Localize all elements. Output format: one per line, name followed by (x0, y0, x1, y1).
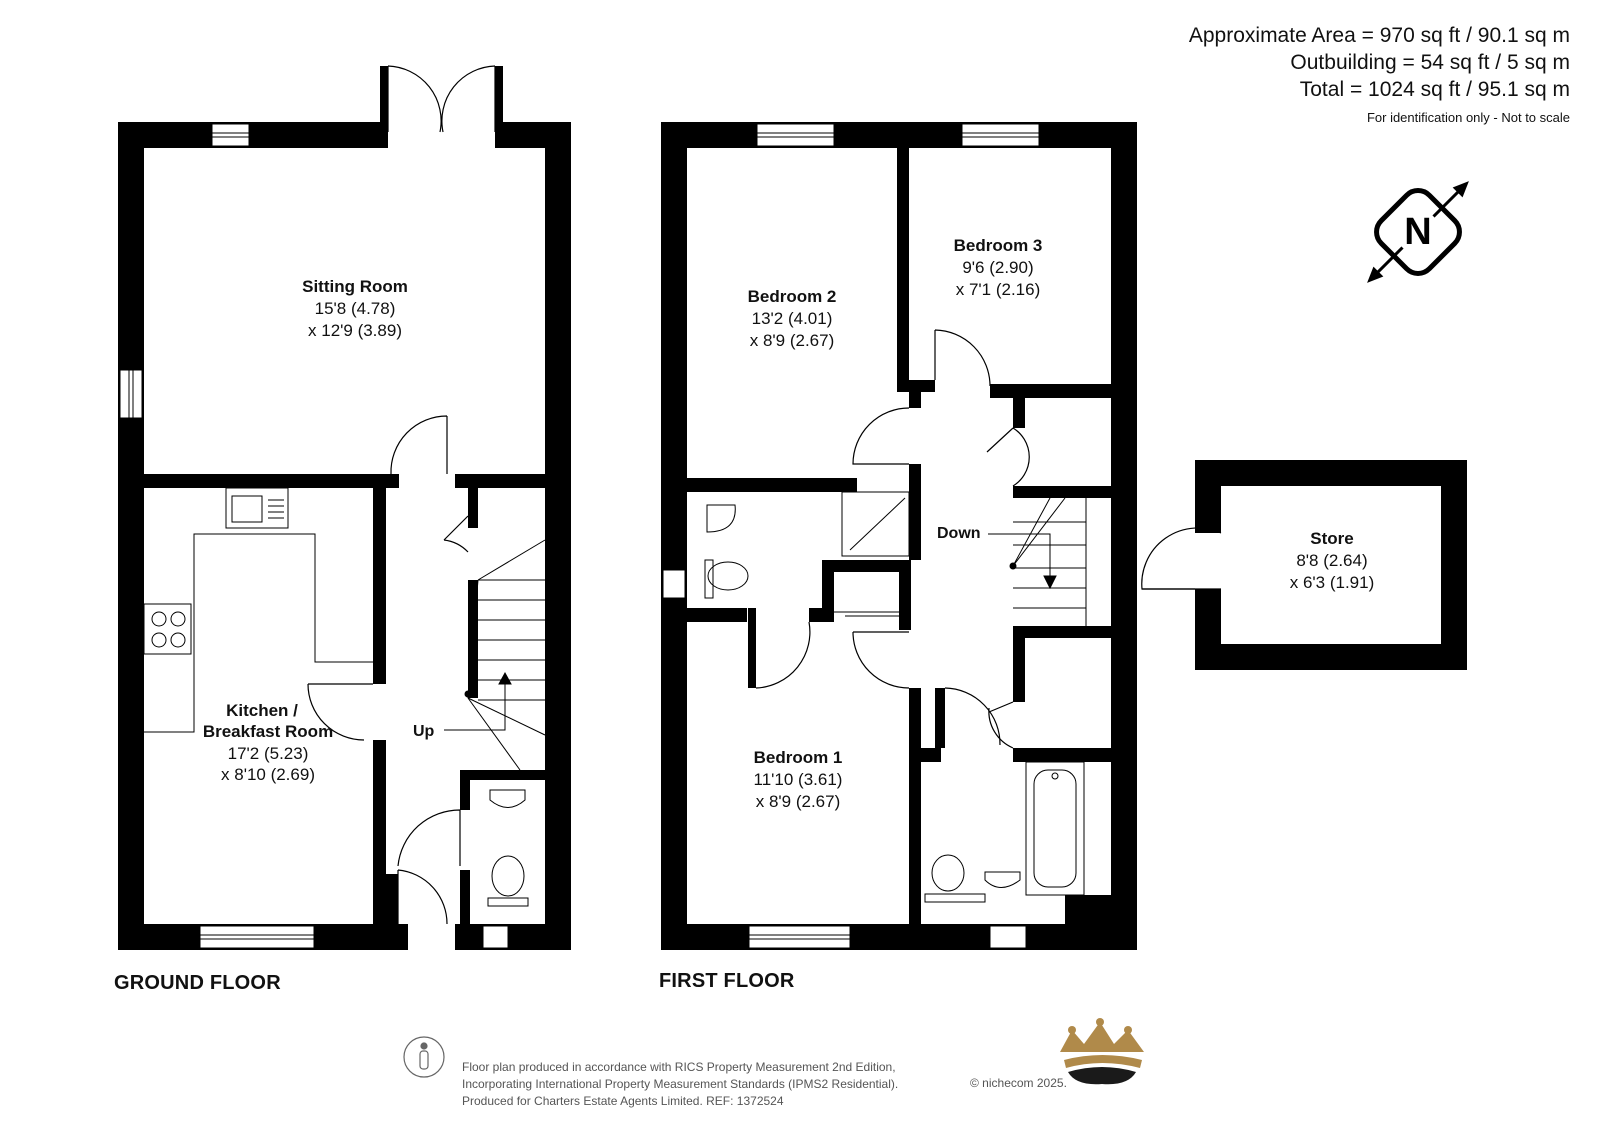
door (307, 683, 373, 741)
copyright: © nichecom 2025. (970, 1076, 1067, 1090)
sitting-room-dim: 15'8 (4.78) (315, 299, 396, 318)
window (662, 569, 686, 599)
store-top-wall (1195, 460, 1467, 486)
outbuilding-area: Outbuilding = 54 sq ft / 5 sq m (1290, 51, 1570, 74)
windows (119, 123, 1040, 949)
kitchen-dim: 17'2 (5.23) (228, 744, 309, 763)
total-area: Total = 1024 sq ft / 95.1 sq m (1299, 78, 1570, 101)
bedroom-3-dim: x 7'1 (2.16) (956, 280, 1041, 299)
store-dim: 8'8 (2.64) (1296, 551, 1367, 570)
shower-room-fittings (704, 491, 910, 617)
door (443, 515, 469, 553)
ground-right-wall (545, 122, 571, 950)
compass-label: N (1404, 211, 1431, 253)
bedroom-2-name: Bedroom 2 (748, 287, 837, 306)
door (852, 631, 910, 689)
ground-left-wall (118, 122, 144, 950)
first-top-wall (661, 122, 1137, 148)
ground-top-wall-left (118, 122, 388, 148)
kitchen-name: Breakfast Room (203, 722, 333, 741)
approximate-area: Approximate Area = 970 sq ft / 90.1 sq m (1188, 24, 1570, 47)
kitchen-fittings (143, 487, 373, 733)
person-icon (403, 1036, 445, 1078)
door (755, 621, 811, 689)
basin-icon (706, 504, 736, 533)
sitting-room-name: Sitting Room (302, 277, 408, 296)
window (756, 123, 835, 147)
walls (118, 66, 1467, 950)
window (199, 925, 315, 949)
basin-icon (984, 871, 1021, 888)
toilet-icon (707, 561, 749, 591)
store-bottom-wall (1195, 644, 1467, 670)
door (944, 687, 1001, 746)
ground-floor-label: GROUND FLOOR (114, 972, 281, 994)
kitchen-name: Kitchen / (226, 701, 298, 720)
identification-note: For identification only - Not to scale (1366, 110, 1570, 125)
door (397, 809, 461, 867)
toilet-icon (931, 854, 965, 892)
toilet-icon (491, 855, 525, 897)
french-door (387, 65, 442, 133)
bedroom-1-dim: 11'10 (3.61) (754, 770, 843, 789)
bath-icon (1025, 761, 1085, 896)
door (852, 407, 910, 465)
first-floor-label: FIRST FLOOR (659, 970, 795, 992)
footer-line: Floor plan produced in accordance with R… (462, 1060, 896, 1074)
stairs-down (988, 497, 1087, 626)
bathroom-fittings (924, 761, 1085, 903)
bedroom-2-dim: x 8'9 (2.67) (750, 331, 835, 350)
front-door (397, 869, 448, 925)
first-bottom-wall (661, 924, 1137, 950)
window (211, 123, 250, 147)
kitchen-dim: x 8'10 (2.69) (221, 765, 315, 784)
store-right-wall (1441, 460, 1467, 670)
french-door (441, 65, 496, 133)
stairs-up (444, 539, 546, 771)
ground-bottom-wall-right (455, 924, 571, 950)
door (1141, 527, 1222, 590)
shower-icon (841, 491, 910, 557)
room-labels: Sitting Room 15'8 (4.78) x 12'9 (3.89) K… (203, 236, 1374, 811)
window (748, 925, 851, 949)
bedroom-3-dim: 9'6 (2.90) (962, 258, 1033, 277)
store-name: Store (1310, 529, 1353, 548)
window (119, 369, 143, 419)
door (934, 329, 991, 387)
footer-line: Incorporating International Property Mea… (462, 1077, 899, 1091)
north-compass-icon: N (1367, 181, 1469, 283)
bedroom-1-name: Bedroom 1 (754, 748, 843, 767)
door (988, 701, 1014, 749)
door (986, 427, 1030, 487)
stairs-down-label: Down (937, 525, 981, 542)
stairs-up-label: Up (413, 723, 435, 740)
store-left-wall (1195, 460, 1221, 533)
door (390, 415, 448, 475)
sink-icon (225, 487, 289, 529)
doors (307, 65, 1222, 925)
hob-icon (143, 603, 192, 655)
store-dim: x 6'3 (1.91) (1290, 573, 1375, 592)
worktop (144, 533, 373, 733)
window-lines (128, 132, 1039, 940)
window (482, 925, 509, 949)
wc-fittings (487, 789, 529, 907)
window (961, 123, 1040, 147)
first-left-wall (661, 122, 687, 950)
footer-text: Floor plan produced in accordance with R… (462, 1059, 898, 1110)
sitting-room-dim: x 12'9 (3.89) (308, 321, 402, 340)
crown-logo-icon (1060, 1018, 1144, 1085)
bedroom-1-dim: x 8'9 (2.67) (756, 792, 841, 811)
footer-line: Produced for Charters Estate Agents Limi… (462, 1094, 784, 1108)
bedroom-3-name: Bedroom 3 (954, 236, 1043, 255)
window (989, 925, 1027, 949)
bedroom-2-dim: 13'2 (4.01) (752, 309, 833, 328)
first-right-wall (1111, 122, 1137, 950)
basin-icon (489, 789, 526, 808)
